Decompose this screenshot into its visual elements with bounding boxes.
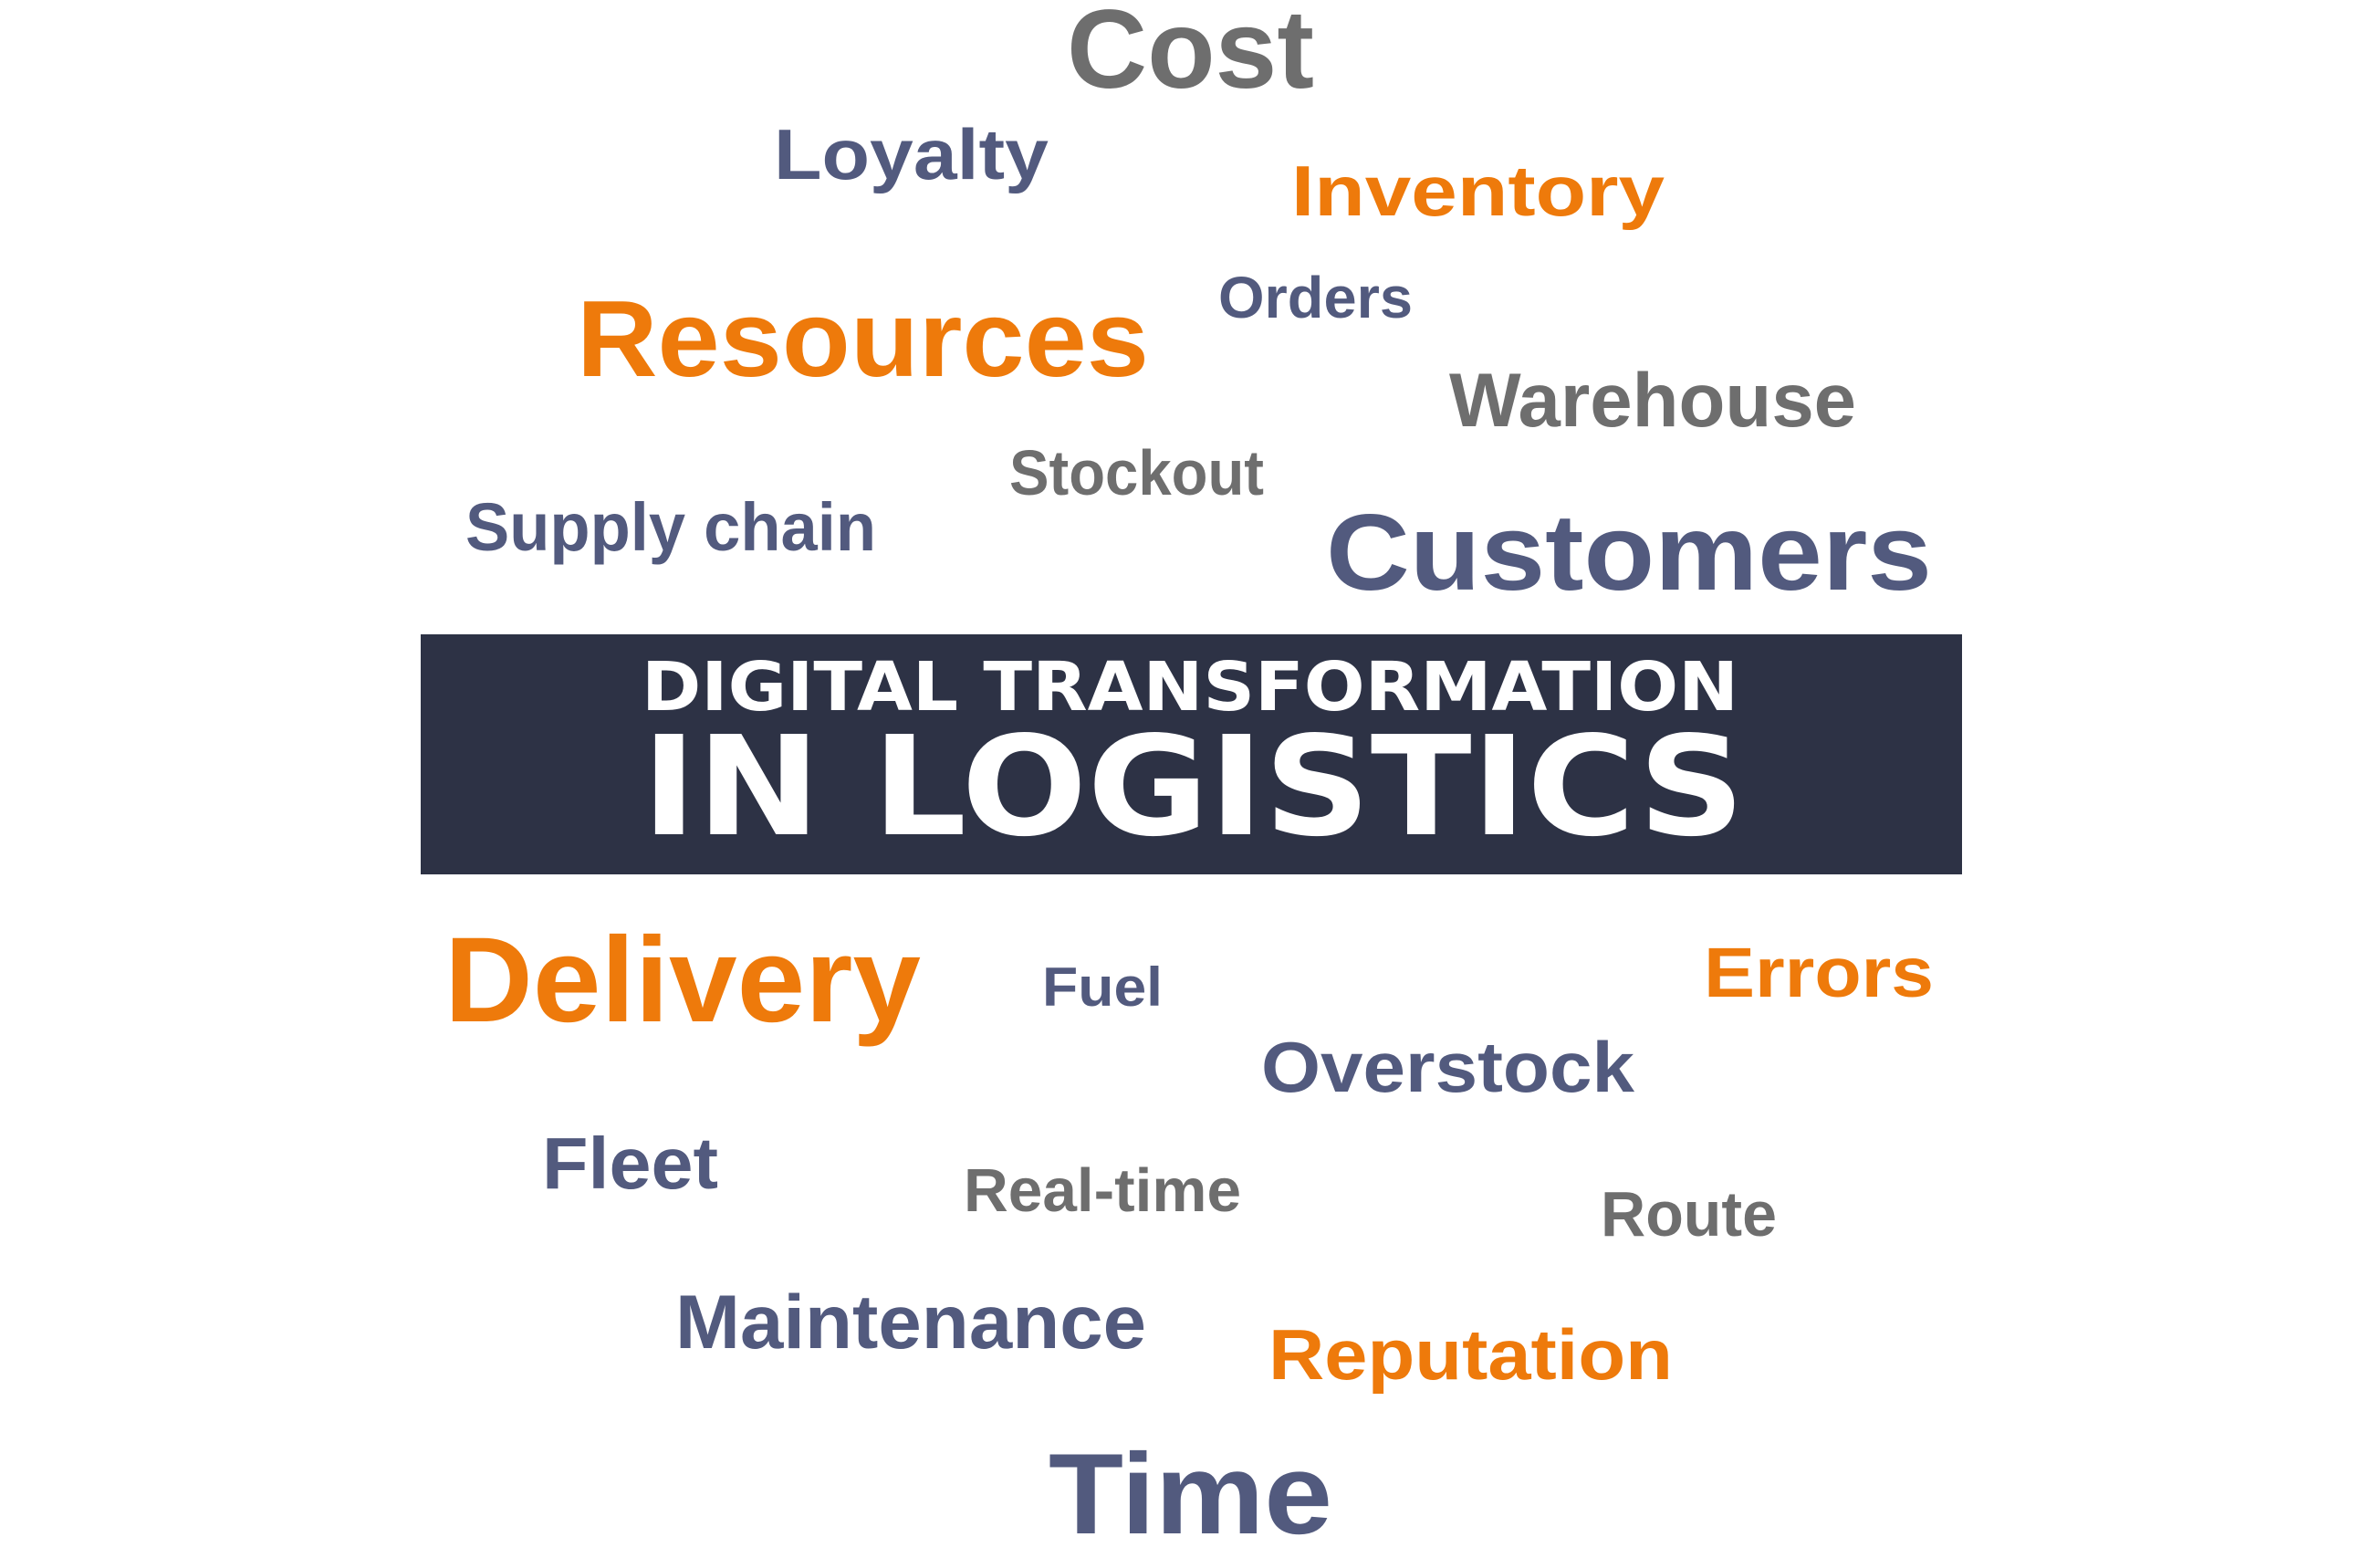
cloud-word-overstock: Overstock bbox=[1261, 1026, 1634, 1107]
cloud-word-customers: Customers bbox=[1326, 492, 1932, 613]
cloud-word-supply-chain: Supply chain bbox=[465, 489, 876, 566]
cloud-word-fleet: Fleet bbox=[542, 1122, 718, 1204]
cloud-word-time: Time bbox=[1049, 1428, 1332, 1558]
cloud-word-cost: Cost bbox=[1067, 0, 1314, 112]
cloud-word-loyalty: Loyalty bbox=[774, 113, 1049, 194]
cloud-word-fuel: Fuel bbox=[1042, 957, 1163, 1019]
cloud-word-warehouse: Warehouse bbox=[1449, 357, 1856, 444]
title-line-1: DIGITAL TRANSFORMATION bbox=[642, 647, 1738, 727]
cloud-word-orders: Orders bbox=[1218, 264, 1413, 330]
cloud-word-stockout: Stockout bbox=[1009, 436, 1264, 508]
cloud-word-route: Route bbox=[1601, 1177, 1777, 1250]
title-line-2: IN LOGISTICS bbox=[642, 706, 1745, 867]
cloud-word-delivery: Delivery bbox=[444, 912, 921, 1048]
cloud-word-inventory: Inventory bbox=[1291, 150, 1665, 231]
title-banner bbox=[421, 634, 1962, 874]
cloud-word-reputation: Reputation bbox=[1268, 1313, 1673, 1395]
cloud-word-resources: Resources bbox=[577, 278, 1149, 400]
cloud-word-errors: Errors bbox=[1704, 933, 1934, 1012]
cloud-word-real-time: Real-time bbox=[964, 1156, 1241, 1226]
cloud-word-maintenance: Maintenance bbox=[675, 1279, 1146, 1365]
